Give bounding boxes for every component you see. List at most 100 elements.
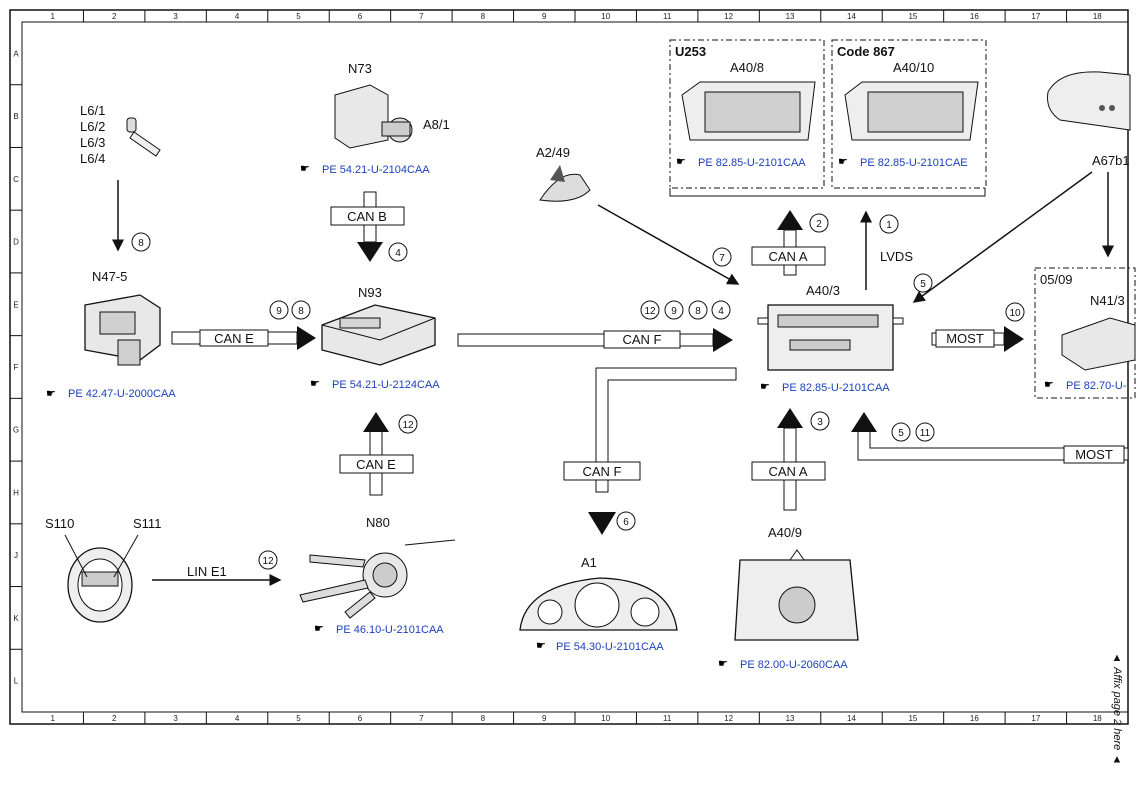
grid-row-L: L: [14, 677, 19, 686]
ref-pointer-icon: ☛: [46, 388, 56, 400]
steering-wheel-icon: [67, 547, 133, 623]
svg-text:12: 12: [262, 556, 274, 567]
svg-text:9: 9: [671, 306, 677, 317]
antenna-icon: [539, 165, 591, 202]
a67b1-to-a40-3-arrow: [912, 171, 1093, 303]
a40-3-ref: PE 82.85-U-2101CAA: [782, 382, 890, 394]
svg-text:8: 8: [695, 306, 701, 317]
bus-lin-e1: LIN E1: [187, 564, 227, 579]
grid-col-17: 17: [1031, 714, 1040, 723]
grid-col-10: 10: [601, 714, 610, 723]
grid-col-15: 15: [908, 714, 917, 723]
grid-col-14: 14: [847, 12, 856, 21]
svg-text:☛: ☛: [536, 640, 546, 652]
svg-text:2: 2: [816, 219, 822, 230]
grid-col-1: 1: [50, 714, 55, 723]
grid-col-16: 16: [970, 12, 979, 21]
u253-group-box: [669, 39, 825, 189]
grid-col-14: 14: [847, 714, 856, 723]
grid-col-13: 13: [786, 12, 795, 21]
a40-8-display-icon: [681, 81, 816, 141]
svg-text:5: 5: [920, 279, 926, 290]
grid-col-18: 18: [1093, 12, 1102, 21]
a1-instrument-cluster-icon: [519, 577, 678, 631]
bus-can-e-1: CAN E: [214, 331, 254, 346]
s110-label: S110: [45, 516, 74, 531]
grid-col-6: 6: [358, 12, 363, 21]
bus-lvds: LVDS: [880, 249, 913, 264]
l6-label-1: L6/1: [80, 103, 105, 118]
svg-text:12: 12: [402, 420, 414, 431]
svg-text:9: 9: [276, 306, 282, 317]
grid-col-2: 2: [112, 714, 117, 723]
grid-col-13: 13: [786, 714, 795, 723]
a40-9-label: A40/9: [768, 525, 802, 540]
grid-col-11: 11: [663, 714, 672, 723]
n80-steering-column-module-icon: [299, 539, 456, 619]
grid-col-5: 5: [296, 714, 301, 723]
a40-10-display-icon: [844, 81, 979, 141]
l6-label-2: L6/2: [80, 119, 105, 134]
svg-text:☛: ☛: [676, 156, 686, 168]
svg-text:☛: ☛: [718, 658, 728, 670]
a1-label: A1: [581, 555, 597, 570]
grid-col-8: 8: [481, 714, 486, 723]
s111-label: S111: [133, 516, 161, 531]
a8-1-label: A8/1: [423, 117, 450, 132]
bus-most-1: MOST: [946, 331, 984, 346]
a40-8-ref: PE 82.85-U-2101CAA: [698, 157, 806, 169]
sensor-icon: [126, 117, 161, 157]
svg-text:4: 4: [395, 248, 401, 259]
l6-sensor: L6/1 L6/2 L6/3 L6/4: [80, 103, 161, 166]
svg-text:☛: ☛: [838, 156, 848, 168]
a40-3-label: A40/3: [806, 283, 840, 298]
grid-col-11: 11: [663, 12, 672, 21]
grid-col-1: 1: [50, 12, 55, 21]
n73-ref: PE 54.21-U-2104CAA: [322, 164, 430, 176]
a67b1-camera-icon: [1047, 71, 1131, 131]
a67b1-label: A67b1: [1092, 153, 1130, 168]
grid-col-3: 3: [173, 12, 178, 21]
code-867-group-box: [831, 39, 987, 189]
grid-col-10: 10: [601, 12, 610, 21]
svg-text:1: 1: [886, 220, 892, 231]
a40-9-ref: PE 82.00-U-2060CAA: [740, 659, 848, 671]
grid-col-12: 12: [724, 714, 733, 723]
grid-col-9: 9: [542, 12, 547, 21]
code-867-label: Code 867: [837, 44, 895, 59]
a40-10-ref: PE 82.85-U-2101CAE: [860, 157, 968, 169]
bus-can-e-2: CAN E: [356, 457, 396, 472]
grid-col-5: 5: [296, 12, 301, 21]
svg-text:☛: ☛: [314, 623, 324, 635]
svg-text:12: 12: [644, 306, 656, 317]
grid-col-3: 3: [173, 714, 178, 723]
n73-ignition-switch-icon: [334, 84, 413, 149]
svg-text:☛: ☛: [310, 378, 320, 390]
grid-col-12: 12: [724, 12, 733, 21]
a40-9-control-panel-icon: [734, 549, 859, 641]
grid-col-17: 17: [1031, 12, 1040, 21]
bus-most-2: MOST: [1075, 447, 1113, 462]
bus-can-f-2: CAN F: [583, 464, 622, 479]
grid-row-C: C: [13, 175, 19, 184]
svg-text:3: 3: [817, 417, 823, 428]
n47-label: N47-5: [92, 269, 127, 284]
bus-can-b: CAN B: [347, 209, 387, 224]
svg-text:8: 8: [298, 306, 304, 317]
a1-ref: PE 54.30-U-2101CAA: [556, 641, 664, 653]
grid-col-4: 4: [235, 12, 240, 21]
svg-text:10: 10: [1009, 308, 1021, 319]
bus-can-a-1: CAN A: [768, 249, 807, 264]
grid-row-E: E: [13, 300, 18, 309]
n47-module-icon: [84, 294, 161, 366]
a40-3-head-unit-icon: [757, 304, 904, 371]
n93-ref: PE 54.21-U-2124CAA: [332, 379, 440, 391]
grid-col-2: 2: [112, 12, 117, 21]
grid-row-A: A: [13, 49, 19, 58]
circle-8-l6: [131, 232, 151, 252]
grid-row-G: G: [13, 426, 19, 435]
n80-ref: PE 46.10-U-2101CAA: [336, 624, 444, 636]
a2-49-to-a40-3-arrow: [597, 204, 740, 285]
